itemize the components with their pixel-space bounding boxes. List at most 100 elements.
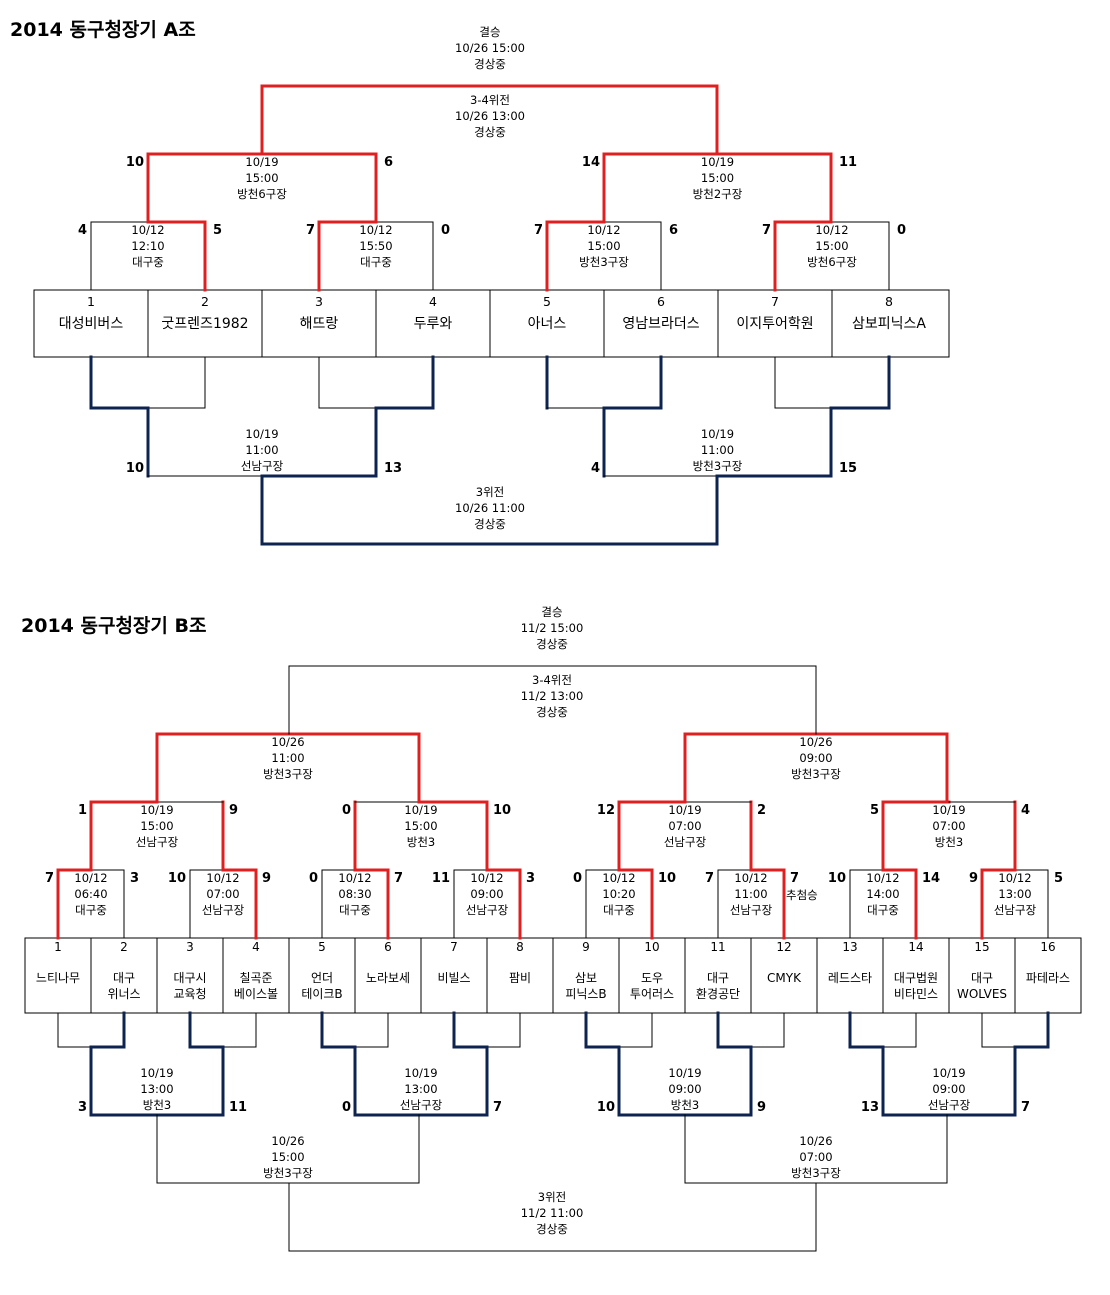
score-b-cons-r2-4-left: 13	[861, 1100, 879, 1115]
team-seed-b-16: 16	[1040, 940, 1055, 954]
match-a-semi-1-line3: 방천6구장	[237, 187, 287, 201]
team-name-b-4-line2: 베이스볼	[234, 987, 278, 1001]
match-b-r1-7-line2: 14:00	[866, 887, 899, 901]
team-seed-b-1: 1	[54, 940, 62, 954]
match-a-r1-2-line1: 10/12	[359, 223, 392, 237]
team-seed-a-2: 2	[201, 294, 209, 309]
team-name-b-2-line1: 대구	[113, 971, 135, 985]
match-b-r2-2-line1: 10/19	[404, 803, 437, 817]
match-b-r1-6-line2: 11:00	[734, 887, 767, 901]
team-name-b-6: 노라보세	[366, 971, 410, 985]
match-b-cons-r2-1-line1: 10/19	[140, 1066, 173, 1080]
team-name-a-7: 이지투어학원	[736, 316, 813, 332]
score-b-r1-6-right: 7	[790, 871, 799, 886]
match-b-cons-r2-3-line3: 방천3	[671, 1098, 699, 1112]
team-seed-b-11: 11	[710, 940, 725, 954]
match-a-cons-1-line3: 선남구장	[241, 459, 284, 473]
match-b-r1-8-line3: 선남구장	[994, 903, 1037, 917]
match-b-r2-3-line3: 선남구장	[664, 835, 707, 849]
match-a-third-place-line3: 경상중	[474, 517, 506, 531]
match-b-cons-semi-2-line1: 10/26	[799, 1134, 832, 1148]
match-b-r1-2-line3: 선남구장	[202, 903, 245, 917]
team-seed-a-6: 6	[657, 294, 665, 309]
team-name-b-14-line1: 대구법원	[894, 971, 938, 985]
score-b-r2-3-left: 12	[597, 803, 615, 818]
team-seed-a-1: 1	[87, 294, 95, 309]
match-a-third-fourth-line3: 경상중	[474, 125, 506, 139]
team-name-b-5-line1: 언더	[311, 971, 333, 985]
match-b-r1-2-line1: 10/12	[206, 871, 239, 885]
match-b-r2-3-line1: 10/19	[668, 803, 701, 817]
score-b-cons-r2-2-left: 0	[342, 1100, 351, 1115]
match-b-r1-4-line1: 10/12	[470, 871, 503, 885]
match-b-cons-r2-3-line2: 09:00	[668, 1082, 701, 1096]
group-a-title: 2014 동구청장기 A조	[10, 19, 196, 41]
match-b-r2-4-line2: 07:00	[932, 819, 965, 833]
match-b-r1-3-line2: 08:30	[338, 887, 371, 901]
match-b-semi-2-line1: 10/26	[799, 735, 832, 749]
team-name-a-3: 해뜨랑	[300, 316, 339, 332]
match-b-semi-1-line1: 10/26	[271, 735, 304, 749]
team-seed-b-9: 9	[582, 940, 590, 954]
match-b-r2-4-line3: 방천3	[935, 835, 963, 849]
score-b-r1-5-left: 0	[573, 871, 582, 886]
team-seed-b-2: 2	[120, 940, 128, 954]
match-b-cons-r2-4-line1: 10/19	[932, 1066, 965, 1080]
match-b-r1-3-line3: 대구중	[339, 903, 371, 917]
score-a-r1-3-left: 7	[534, 223, 543, 238]
team-seed-a-8: 8	[885, 294, 893, 309]
match-b-r2-2-line2: 15:00	[404, 819, 437, 833]
score-b-r1-6-left: 7	[705, 871, 714, 886]
match-b-cons-semi-1-line3: 방천3구장	[263, 1166, 313, 1180]
match-b-r1-5-line1: 10/12	[602, 871, 635, 885]
team-seed-b-3: 3	[186, 940, 194, 954]
match-a-semi-2-line2: 15:00	[701, 171, 734, 185]
score-a-semi-1-left: 10	[126, 155, 144, 170]
team-seed-a-7: 7	[771, 294, 779, 309]
match-b-semi-2-line3: 방천3구장	[791, 767, 841, 781]
score-a-cons-1-right: 13	[384, 461, 402, 476]
match-b-semi-1-line2: 11:00	[271, 751, 304, 765]
match-a-r1-4-line3: 방천6구장	[807, 255, 857, 269]
match-a-r1-1-line1: 10/12	[131, 223, 164, 237]
match-b-r1-4-line3: 선남구장	[466, 903, 509, 917]
match-a-r1-4-line1: 10/12	[815, 223, 848, 237]
match-b-r2-1-line1: 10/19	[140, 803, 173, 817]
score-b-r1-2-right: 9	[262, 871, 271, 886]
team-name-a-4: 두루와	[414, 316, 453, 332]
score-a-r1-3-right: 6	[669, 223, 678, 238]
score-b-r2-3-right: 2	[757, 803, 766, 818]
match-b-third-fourth-line1: 3-4위전	[532, 673, 572, 687]
match-a-semi-2-line1: 10/19	[701, 155, 734, 169]
score-a-r1-1-right: 5	[213, 223, 222, 238]
match-b-final-line1: 결승	[541, 605, 562, 619]
group-b-title: 2014 동구청장기 B조	[21, 615, 207, 637]
team-name-a-1: 대성비버스	[59, 316, 124, 332]
match-a-final-line2: 10/26 15:00	[455, 41, 525, 55]
team-name-a-6: 영남브라더스	[622, 316, 699, 332]
match-b-r1-3-line1: 10/12	[338, 871, 371, 885]
score-a-semi-1-right: 6	[384, 155, 393, 170]
team-name-a-5: 아너스	[528, 316, 567, 332]
match-b-r1-8-line2: 13:00	[998, 887, 1031, 901]
score-b-cons-r2-1-right: 11	[229, 1100, 247, 1115]
match-b-cons-r2-1-line3: 방천3	[143, 1098, 171, 1112]
match-b-semi-2-line2: 09:00	[799, 751, 832, 765]
score-b-r2-4-right: 4	[1021, 803, 1030, 818]
match-b-cons-r2-4-line2: 09:00	[932, 1082, 965, 1096]
match-b-r1-6-line1: 10/12	[734, 871, 767, 885]
match-a-semi-1-line2: 15:00	[245, 171, 278, 185]
score-b-r1-2-left: 10	[168, 871, 186, 886]
match-a-r1-2-line3: 대구중	[360, 255, 392, 269]
team-name-b-4-line1: 칠곡준	[239, 971, 272, 985]
score-b-r1-8-right: 5	[1054, 871, 1063, 886]
match-b-r2-3-line2: 07:00	[668, 819, 701, 833]
match-b-cons-r2-1-line2: 13:00	[140, 1082, 173, 1096]
score-b-r1-3-right: 7	[394, 871, 403, 886]
score-b-r1-4-left: 11	[432, 871, 450, 886]
score-b-r2-2-right: 10	[493, 803, 511, 818]
team-name-b-15-line2: WOLVES	[957, 987, 1007, 1001]
team-name-b-16: 파테라스	[1026, 971, 1070, 985]
score-a-cons-1-left: 10	[126, 461, 144, 476]
match-b-cons-r2-4-line3: 선남구장	[928, 1098, 971, 1112]
